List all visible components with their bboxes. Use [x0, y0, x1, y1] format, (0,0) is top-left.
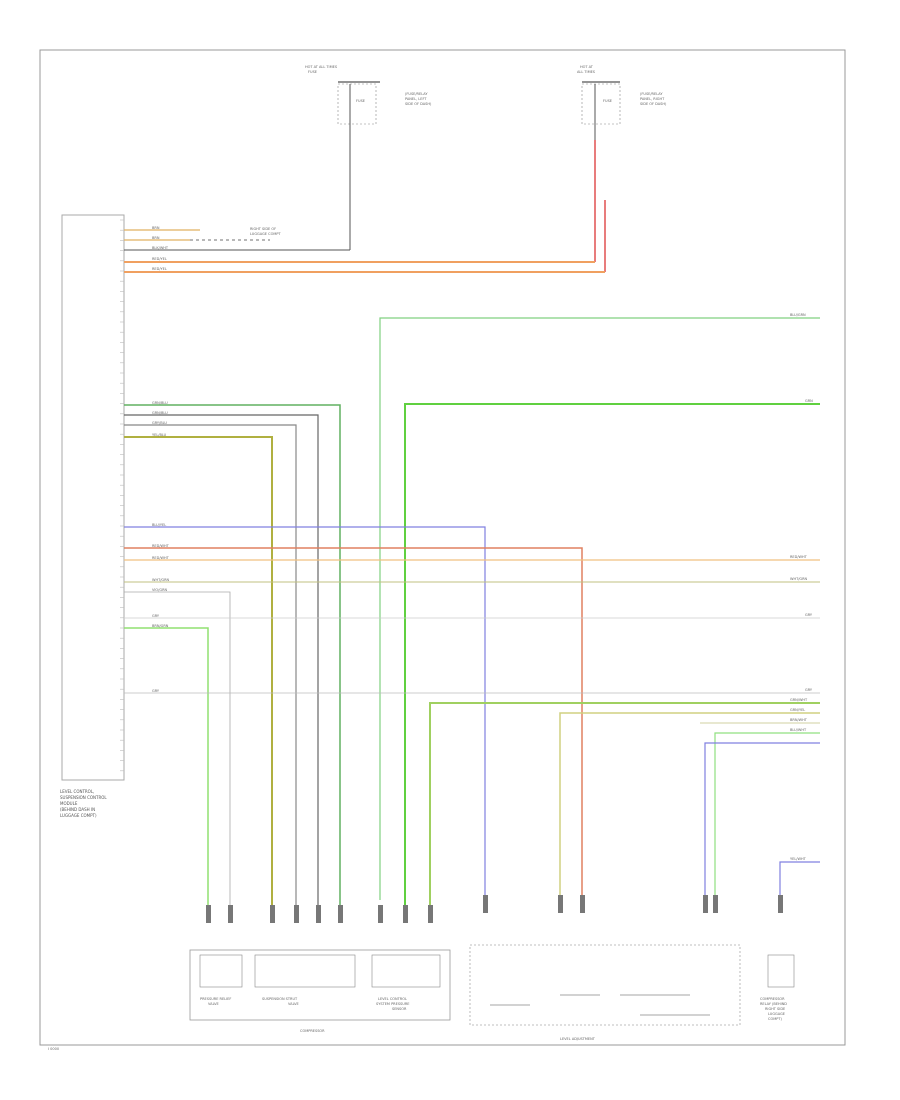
- top-wires: RIGHT SIDE OF LUGGAGE COMPT BRN BRN BLK/…: [124, 226, 605, 273]
- sensor-label-3: SENSOR: [392, 1007, 407, 1011]
- ground-label-2: LUGGAGE COMPT: [250, 232, 281, 236]
- valve-mid-label-1: SUSPENSION STRUT: [262, 997, 298, 1001]
- relay-label-2: RELAY (BEHIND: [760, 1002, 787, 1006]
- footer-code: I 0000: [48, 1047, 59, 1051]
- wire-label-r4: RED/YEL: [152, 257, 167, 261]
- module-title-1: LEVEL CONTROL,: [60, 789, 94, 794]
- valve-left-label-1: PRESSURE RELIEF: [200, 997, 231, 1001]
- wire-label-b4: WHT/GRN: [152, 578, 170, 582]
- fuse-right-note-3: SIDE OF DASH): [640, 102, 667, 106]
- fuse-right-note-2: PANEL, RIGHT: [640, 97, 665, 101]
- fuse-right-label: FUSE: [603, 99, 612, 103]
- wire-label-g3: GRY/BLU: [152, 421, 167, 425]
- fuse-right-title-2: ALL TIMES: [577, 70, 596, 74]
- module-title-4: (BEHIND DASH IN: [60, 807, 95, 812]
- fuse-box-left: HOT AT ALL TIMES FUSE FUSE (FUSE/RELAY P…: [305, 65, 432, 250]
- wire-label-right8: GRN/YEL: [790, 708, 805, 712]
- valve-wires: GRN/BLU GRN/BLU GRY/BLU YEL/BLU: [124, 401, 341, 905]
- wire-label-g1: GRN/BLU: [152, 401, 168, 405]
- level-adjust-switch-group: LEVEL ADJUSTMENT: [469, 944, 741, 1041]
- wire-label-b3: RED/WHT: [152, 556, 170, 560]
- sensor-label-2: SYSTEM PRESSURE: [376, 1002, 409, 1006]
- fuse-left-title-1: HOT AT ALL TIMES: [305, 65, 338, 69]
- wire-label-right4: WHT/GRN: [790, 577, 808, 581]
- lower-wires: BLU/YEL RED/WHT RED/WHT WHT/GRN VIO/GRN …: [124, 523, 820, 905]
- wire-label-r1: BRN: [152, 226, 160, 230]
- module-title-2: SUSPENSION CONTROL: [60, 795, 107, 800]
- diagram-frame: [39, 49, 846, 1046]
- wire-label-b5: VIO/GRN: [152, 588, 168, 592]
- wire-label-right1: BLU/GRN: [790, 313, 806, 317]
- valve-mid-label-2: VALVE: [288, 1002, 299, 1006]
- relay-label-5: COMPT): [768, 1017, 782, 1021]
- fuse-left-note-1: (FUSE/RELAY: [405, 92, 428, 96]
- wire-label-b8: GRY: [152, 689, 160, 693]
- valve-left-label-2: VALVE: [208, 1002, 219, 1006]
- fuse-right-title-1: HOT AT: [580, 65, 594, 69]
- wire-label-b6: GRY: [152, 614, 160, 618]
- fuse-right-note-1: (FUSE/RELAY: [640, 92, 663, 96]
- wire-label-g2: GRN/BLU: [152, 411, 168, 415]
- wire-label-right10: BLU/WHT: [790, 728, 807, 732]
- sensor-label-1: LEVEL CONTROL: [378, 997, 407, 1001]
- wire-label-b2: RED/WHT: [152, 544, 170, 548]
- fuse-box-right: HOT AT ALL TIMES FUSE (FUSE/RELAY PANEL,…: [577, 65, 667, 140]
- wire-label-r2: BRN: [152, 236, 160, 240]
- wire-label-right9: BRN/WHT: [790, 718, 808, 722]
- fuse-left-label: FUSE: [356, 99, 365, 103]
- relay-label-4: LUGGAGE: [768, 1012, 785, 1016]
- wire-label-right3: RED/WHT: [790, 555, 808, 559]
- module-title-3: MODULE: [60, 801, 78, 806]
- wire-label-right5: GRY: [805, 613, 813, 617]
- wire-label-right6: GRY: [805, 688, 813, 692]
- compressor-relay: COMPRESSOR RELAY (BEHIND RIGHT SIDE LUGG…: [760, 954, 795, 1021]
- switch-group-label: LEVEL ADJUSTMENT: [560, 1037, 596, 1041]
- relay-label-3: RIGHT SIDE: [765, 1007, 785, 1011]
- fuse-left-note-2: PANEL, LEFT: [405, 97, 427, 101]
- connector-markers: [206, 895, 783, 923]
- fuse-left-title-2: FUSE: [308, 70, 317, 74]
- wire-label-r5: RED/YEL: [152, 267, 167, 271]
- wire-label-right7: GRN/WHT: [790, 698, 808, 702]
- wire-label-b1: BLU/YEL: [152, 523, 166, 527]
- compressor-group-label: COMPRESSOR: [300, 1029, 325, 1033]
- wire-label-right11: YEL/WHT: [790, 857, 807, 861]
- relay-label-1: COMPRESSOR: [760, 997, 785, 1001]
- ground-label-1: RIGHT SIDE OF: [250, 227, 276, 231]
- module-title-5: LUGGAGE COMPT): [60, 813, 97, 818]
- wire-label-b7: BRN/GRN: [152, 624, 169, 628]
- fuse-left-note-3: SIDE OF DASH): [405, 102, 432, 106]
- level-control-module: LEVEL CONTROL, SUSPENSION CONTROL MODULE…: [60, 214, 125, 818]
- compressor-group: PRESSURE RELIEF VALVE SUSPENSION STRUT V…: [189, 949, 451, 1033]
- wire-label-r3: BLK/WHT: [152, 246, 169, 250]
- wire-label-g4: YEL/BLU: [152, 433, 167, 437]
- wire-label-right2: GRN: [805, 399, 813, 403]
